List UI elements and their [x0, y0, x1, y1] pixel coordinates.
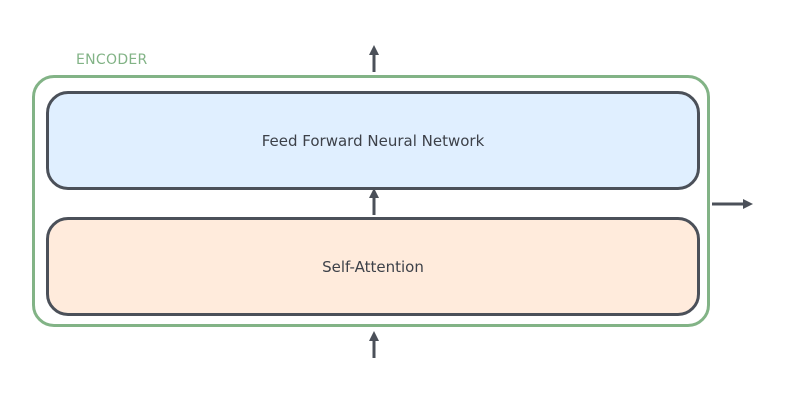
feed-forward-layer: Feed Forward Neural Network — [46, 91, 700, 190]
self-attention-label: Self-Attention — [322, 257, 424, 276]
encoder-label: ENCODER — [76, 52, 148, 68]
feed-forward-label: Feed Forward Neural Network — [261, 131, 485, 150]
encoder-box — [32, 75, 710, 327]
self-attention-layer: Self-Attention — [46, 217, 700, 316]
